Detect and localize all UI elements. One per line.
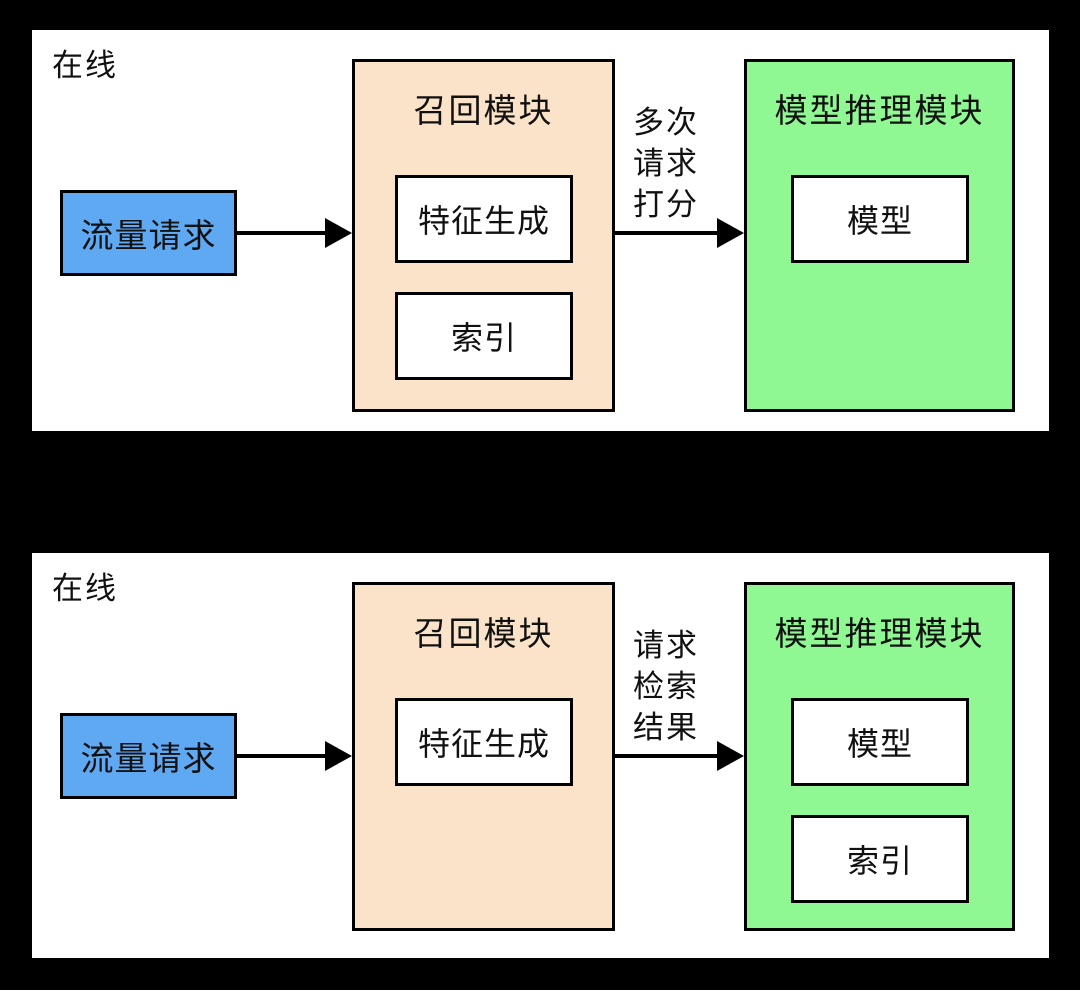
recall-module-title: 召回模块: [413, 92, 554, 129]
index-box: 索引: [791, 815, 969, 903]
arrow-recall-to-inference-head-icon: [717, 218, 744, 248]
model-inference-module: 模型推理模块 模型 索引: [744, 582, 1015, 931]
index-box: 索引: [395, 292, 573, 380]
recall-module-title: 召回模块: [413, 615, 554, 652]
arrow-request-to-recall-shaft: [236, 754, 332, 758]
model-box: 模型: [791, 175, 969, 263]
model-inference-module: 模型推理模块 模型: [744, 59, 1015, 412]
online-label: 在线: [52, 48, 118, 83]
arrow-label-line: 检索: [633, 669, 699, 704]
feature-generation-box: 特征生成: [395, 175, 573, 263]
traffic-request-box: 流量请求: [60, 190, 237, 276]
model-inference-module-title: 模型推理模块: [774, 615, 985, 652]
model-box: 模型: [791, 698, 969, 786]
recall-module: 召回模块 特征生成 索引: [352, 59, 615, 412]
arrow-label-line: 多次: [633, 105, 699, 140]
arrow-recall-to-inference-head-icon: [717, 741, 744, 771]
arrow-label-line: 请求: [633, 628, 699, 663]
recall-module: 召回模块 特征生成: [352, 582, 615, 931]
model-inference-module-title: 模型推理模块: [774, 92, 985, 129]
online-panel-top: 在线 流量请求 召回模块 特征生成 索引 多次 请求 打分 模型推理模块 模型: [32, 30, 1049, 431]
arrow-request-to-recall-head-icon: [325, 741, 352, 771]
arrow-request-to-recall-head-icon: [325, 218, 352, 248]
arrow-label-line: 请求: [633, 146, 699, 181]
arrow-label-line: 打分: [633, 187, 699, 222]
arrow-recall-to-inference-shaft: [615, 754, 723, 758]
arrow-recall-to-inference-shaft: [615, 231, 723, 235]
online-label: 在线: [52, 571, 118, 606]
feature-generation-box: 特征生成: [395, 698, 573, 786]
online-panel-bottom: 在线 流量请求 召回模块 特征生成 请求 检索 结果 模型推理模块 模型 索引: [32, 553, 1049, 958]
arrow-label-line: 结果: [633, 710, 699, 745]
traffic-request-box: 流量请求: [60, 713, 237, 799]
arrow-recall-to-inference-label: 请求 检索 结果: [633, 625, 699, 748]
arrow-recall-to-inference-label: 多次 请求 打分: [633, 102, 699, 225]
arrow-request-to-recall-shaft: [236, 231, 332, 235]
